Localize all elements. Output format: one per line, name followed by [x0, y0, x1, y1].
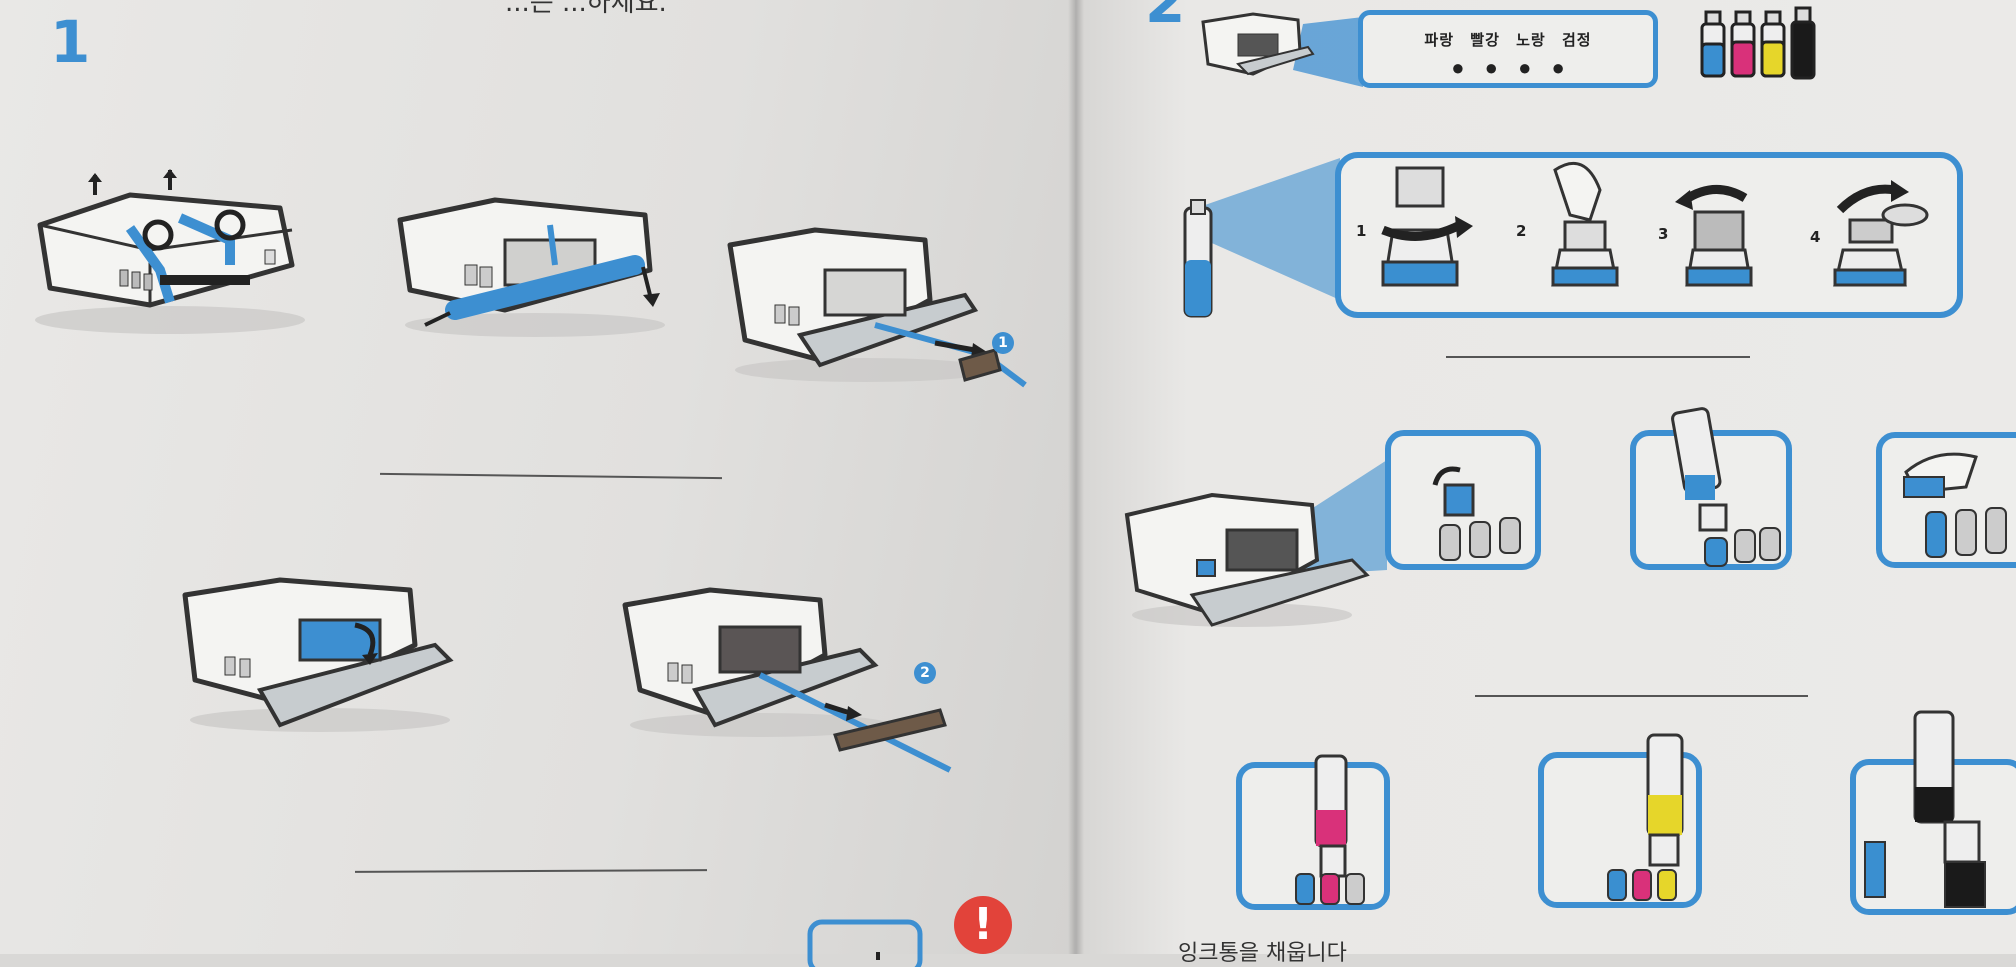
ink-color-names: 파랑 빨강 노랑 검정	[1363, 29, 1653, 50]
ink-drop-icon: ●	[1518, 55, 1532, 80]
ink-drop-icon: ●	[1451, 55, 1465, 80]
tank-fill-detail-yellow	[1538, 733, 1702, 908]
printer-remove-packing-2-illustration	[622, 587, 952, 773]
header-fragment: ...는 ...하세요.	[505, 0, 667, 18]
tank-fill-detail-black	[1850, 710, 2016, 915]
printer-remove-packing-1-illustration	[727, 227, 1027, 388]
divider	[354, 869, 708, 873]
bottle-step-2: 2	[1516, 222, 1527, 240]
color-name-yellow: 노랑	[1516, 31, 1546, 49]
step-number-1: 1	[50, 8, 91, 76]
divider	[1446, 356, 1750, 358]
bottle-open-steps-illustration	[1183, 152, 1963, 318]
printer-front-open-illustration	[182, 577, 454, 732]
bottle-step-3: 3	[1658, 225, 1669, 243]
divider	[380, 472, 722, 480]
printer-ink-tank-open-illustration	[1124, 460, 1387, 627]
warning-icon: !	[954, 896, 1012, 954]
tank-fill-detail-cyan	[1630, 407, 1792, 570]
ink-drop-icon: ●	[1551, 55, 1565, 80]
badge-2: 2	[914, 662, 936, 684]
bottle-step-1: 1	[1356, 222, 1367, 240]
color-name-black: 검정	[1561, 31, 1592, 49]
divider	[1475, 695, 1808, 697]
ink-bottles-icon	[1700, 6, 1816, 80]
printer-ink-window-illustration	[1201, 12, 1363, 87]
page-fold	[1068, 0, 1084, 954]
tank-close-detail	[1876, 432, 2016, 568]
bottom-caption: 잉크통을 채웁니다	[1178, 941, 1347, 966]
ink-drop-icon: ●	[1484, 55, 1498, 80]
color-name-cyan: 파랑	[1424, 31, 1455, 49]
ink-color-panel: 파랑 빨강 노랑 검정 ● ● ● ●	[1358, 10, 1658, 88]
printer-remove-tape-illustration	[35, 169, 305, 334]
partial-box-illustration	[807, 919, 923, 967]
bottle-step-4: 4	[1810, 228, 1821, 246]
printer-open-cover-illustration	[397, 197, 665, 337]
left-page: ...는 ...하세요. 1	[0, 0, 1075, 967]
ink-drops: ● ● ● ●	[1363, 55, 1653, 81]
badge-1: 1	[992, 332, 1014, 354]
tank-fill-detail-magenta	[1236, 754, 1390, 910]
tank-open-detail-1	[1385, 430, 1541, 570]
step-number-2: 2	[1145, 0, 1186, 36]
color-name-magenta: 빨강	[1470, 31, 1500, 49]
